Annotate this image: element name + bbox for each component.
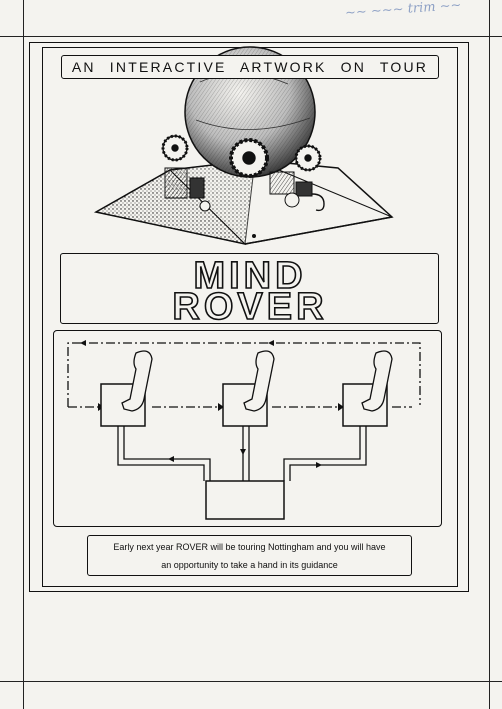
trim-line-bottom — [0, 681, 502, 682]
logo-word-mind: MIND — [193, 255, 306, 297]
trim-line-top — [0, 36, 502, 37]
arm-station-left — [100, 350, 153, 427]
mind-rover-logo: MIND ROVER — [172, 254, 327, 325]
caption-box: Early next year ROVER will be touring No… — [87, 535, 412, 576]
header-label: AN INTERACTIVE ARTWORK ON TOUR — [71, 59, 429, 75]
feedback-loop-line — [67, 342, 421, 407]
robotic-arm-icon — [243, 350, 275, 412]
poster-outer-frame — [29, 42, 469, 592]
control-flow-diagram — [67, 340, 421, 520]
logo-panel: MIND ROVER — [60, 253, 439, 325]
robotic-arm-icon — [121, 350, 153, 412]
logo-word-rover: ROVER — [172, 286, 327, 325]
arm-station-right — [342, 350, 393, 427]
robotic-arm-icon — [361, 350, 393, 412]
trim-line-left — [23, 0, 24, 709]
control-diagram-panel — [53, 330, 442, 527]
caption-line-1: Early next year ROVER will be touring No… — [113, 541, 386, 552]
caption-line-2: an opportunity to take a hand in its gui… — [161, 559, 338, 570]
trim-line-right — [489, 0, 490, 709]
arm-station-middle — [222, 350, 275, 427]
header-banner: AN INTERACTIVE ARTWORK ON TOUR — [61, 55, 439, 79]
control-unit-box — [205, 480, 285, 520]
